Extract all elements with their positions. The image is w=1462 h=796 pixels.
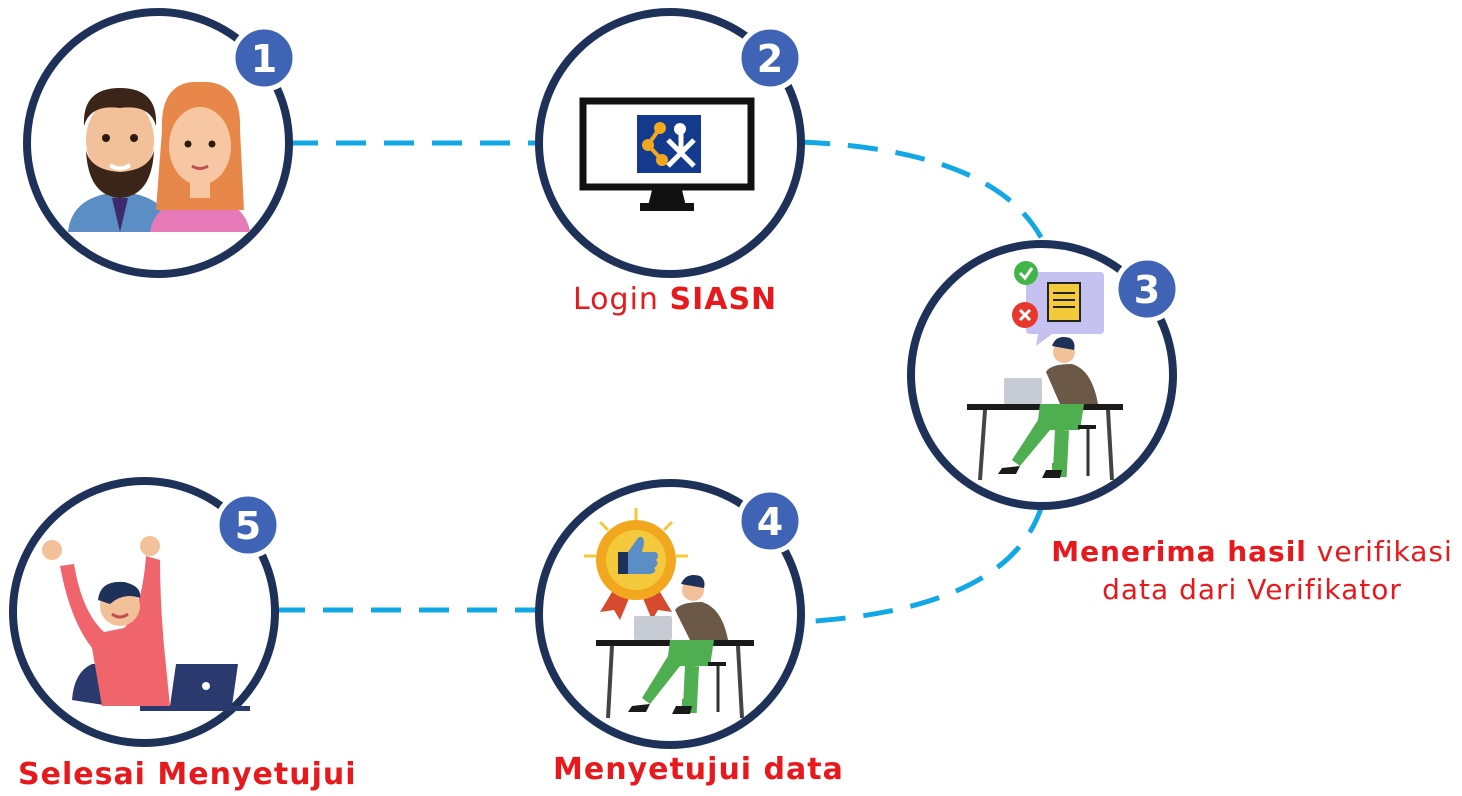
step-2: 2 (535, 8, 805, 278)
monitor-siasn-logo-icon (579, 97, 755, 211)
step-3: 3 (907, 240, 1181, 510)
caption-prefix: Login (573, 282, 670, 317)
step-badge (736, 24, 804, 92)
celebrating-person-icon (42, 536, 250, 711)
caption-line-2: data dari Verifikator (1102, 573, 1402, 606)
step-2-caption: Login SIASN (573, 282, 777, 317)
step-3-caption: Menerima hasil verifikasi data dari Veri… (1047, 533, 1457, 609)
connectors (275, 139, 1048, 625)
step-badge (736, 487, 804, 555)
connector-2-3 (799, 139, 1048, 247)
step-badge (230, 24, 298, 92)
step-4-caption: Menyetujui data (553, 752, 844, 787)
caption-line-1: Menerima hasil verifikasi (1047, 533, 1457, 571)
step-number: 2 (757, 37, 783, 81)
caption-regular: verifikasi (1306, 535, 1453, 568)
step-number: 4 (757, 500, 783, 544)
step-number: 3 (1134, 268, 1160, 312)
step-number: 5 (235, 504, 261, 548)
step-5-caption: Selesai Menyetujui (18, 757, 357, 792)
step-number: 1 (251, 37, 277, 81)
users-couple-icon (68, 81, 250, 232)
connector-3-4 (799, 504, 1045, 625)
caption-bold: Menerima hasil (1051, 535, 1307, 568)
caption-bold: SIASN (669, 282, 778, 317)
step-5: 5 (9, 477, 282, 747)
step-4: 4 (535, 479, 805, 749)
step-badge (214, 491, 282, 559)
step-ring (907, 240, 1177, 510)
step-badge (1113, 255, 1181, 323)
verification-worker-icon (967, 261, 1123, 481)
approval-badge-worker-icon (584, 508, 754, 719)
step-1: 1 (23, 8, 298, 278)
